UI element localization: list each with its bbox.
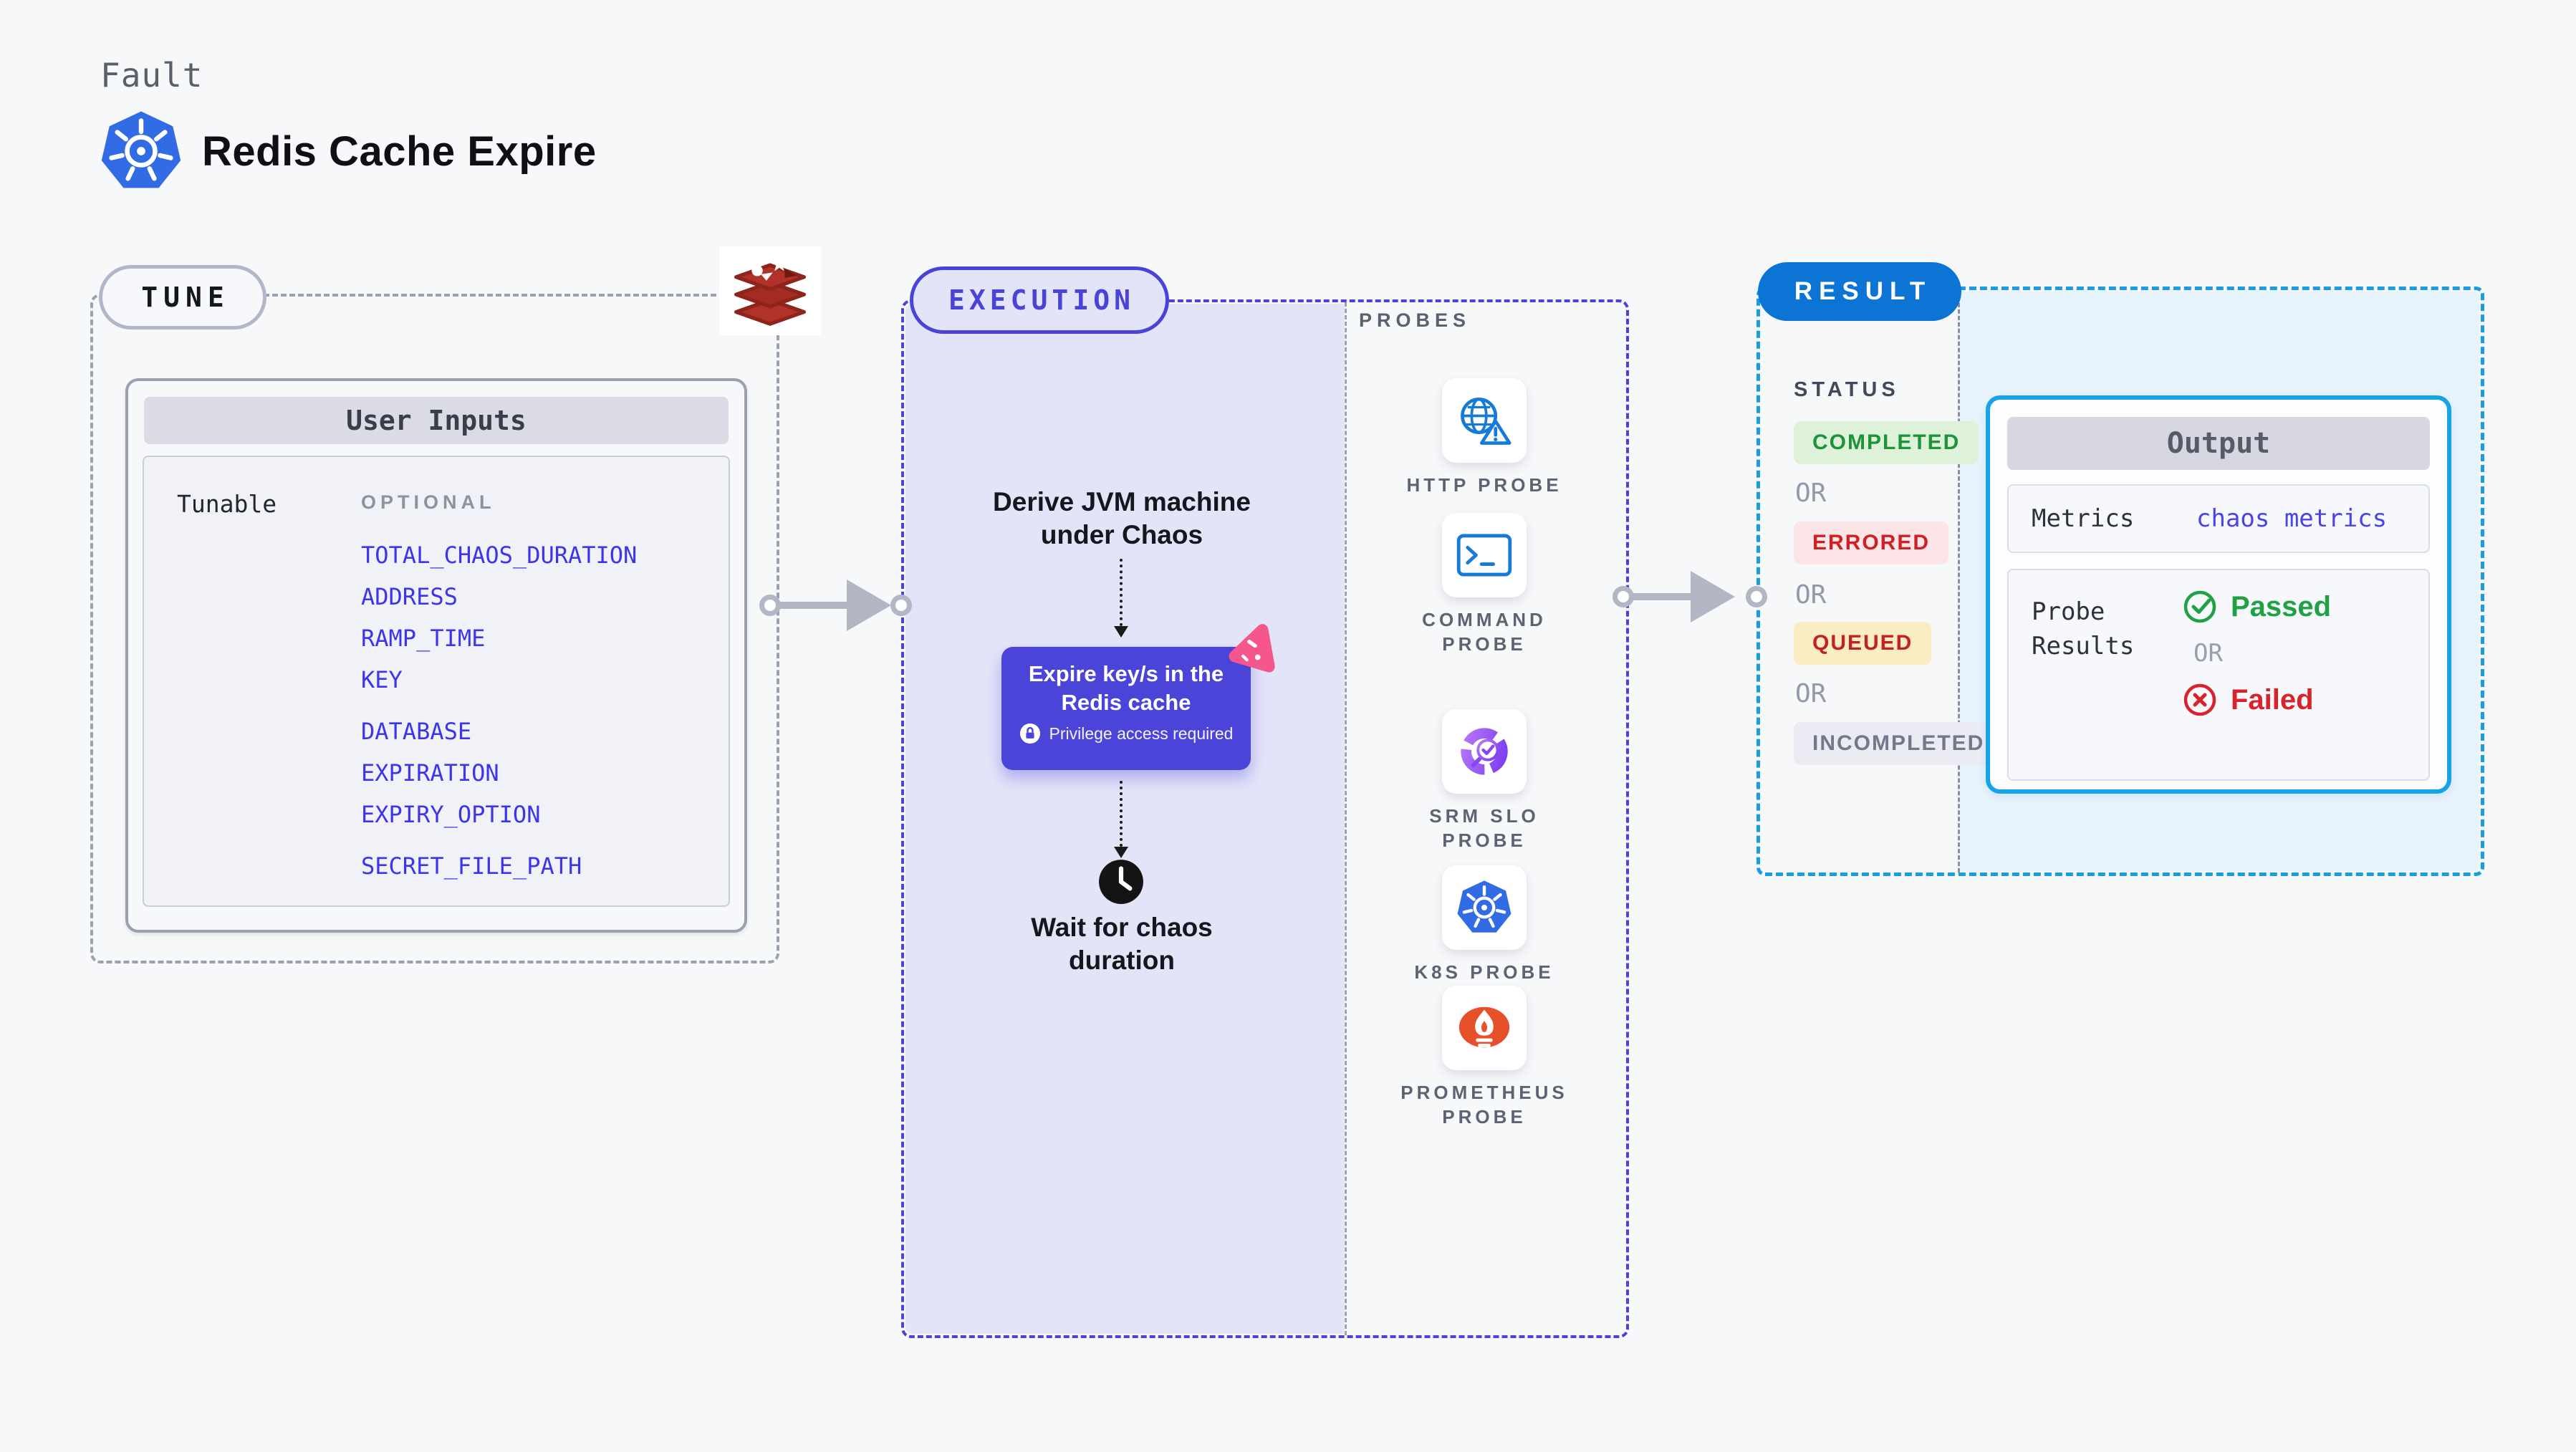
flow-arrow-right bbox=[779, 602, 851, 609]
chaos-action-card: Expire key/s in the Redis cache Privileg… bbox=[1001, 647, 1251, 770]
chaos-experiment-icon bbox=[1213, 612, 1289, 688]
execution-step-derive: Derive JVM machine under Chaos bbox=[993, 487, 1251, 549]
kubernetes-icon bbox=[1442, 865, 1527, 950]
page-title: Redis Cache Expire bbox=[202, 128, 597, 175]
fault-kicker: Fault bbox=[100, 56, 203, 95]
param-link[interactable]: RAMP_TIME bbox=[361, 625, 486, 652]
privilege-badge-label: Privilege access required bbox=[1049, 723, 1234, 743]
failed-row: Failed bbox=[2182, 682, 2331, 718]
or-separator-label: OR bbox=[2193, 639, 2223, 668]
user-inputs-card: User Inputs Tunable OPTIONAL TOTAL_CHAOS… bbox=[125, 378, 747, 933]
redis-icon bbox=[719, 246, 821, 335]
user-inputs-title: User Inputs bbox=[144, 397, 729, 444]
connector-dot bbox=[759, 595, 781, 616]
execution-lane bbox=[905, 304, 1344, 1334]
param-link[interactable]: SECRET_FILE_PATH bbox=[361, 852, 582, 880]
tune-section-box bbox=[90, 294, 779, 963]
connector-dot bbox=[1746, 586, 1767, 607]
execution-step-wait: Wait for chaos duration bbox=[1031, 913, 1213, 975]
probe-label: PROMETHEUS PROBE bbox=[1400, 1082, 1568, 1128]
prometheus-flame-icon bbox=[1442, 986, 1527, 1070]
dotted-connector-arrow bbox=[1114, 626, 1128, 638]
probe-label: SRM SLO PROBE bbox=[1429, 805, 1539, 851]
passed-label: Passed bbox=[2231, 590, 2332, 622]
probes-column-label: PROBES bbox=[1359, 309, 1471, 331]
connector-dot bbox=[890, 595, 912, 616]
globe-alert-icon bbox=[1442, 378, 1527, 463]
param-link[interactable]: TOTAL_CHAOS_DURATION bbox=[361, 542, 638, 569]
connector-dot bbox=[1613, 586, 1634, 607]
flow-arrow-head bbox=[1691, 571, 1735, 622]
output-card: Output Metrics chaos metrics Probe Resul… bbox=[1986, 395, 2451, 794]
execution-section-pill: EXECUTION bbox=[910, 266, 1169, 334]
param-link[interactable]: ADDRESS bbox=[361, 583, 458, 610]
kubernetes-icon bbox=[99, 109, 183, 193]
probe-item: SRM SLO PROBE bbox=[1345, 709, 1623, 852]
or-separator-label: OR bbox=[1795, 479, 1827, 508]
x-circle-icon bbox=[2183, 683, 2216, 716]
probe-item: HTTP PROBE bbox=[1345, 378, 1623, 497]
dotted-connector bbox=[1120, 781, 1123, 847]
status-badge: ERRORED bbox=[1794, 521, 1949, 564]
slo-gauge-icon bbox=[1442, 709, 1527, 794]
dotted-connector bbox=[1120, 559, 1123, 626]
probes-separator bbox=[1345, 302, 1347, 1335]
or-separator-label: OR bbox=[1795, 679, 1827, 708]
terminal-icon bbox=[1442, 513, 1527, 597]
status-badge: INCOMPLETED bbox=[1794, 722, 2004, 765]
chaos-action-title: Expire key/s in the Redis cache bbox=[1028, 661, 1224, 715]
passed-row: Passed bbox=[2182, 589, 2331, 625]
output-title: Output bbox=[2007, 417, 2430, 470]
probe-results-row: Probe Results Passed OR Faile bbox=[2007, 569, 2430, 781]
probe-label: K8S PROBE bbox=[1414, 961, 1554, 983]
status-column-label: STATUS bbox=[1794, 378, 1900, 401]
probe-item: PROMETHEUS PROBE bbox=[1345, 986, 1623, 1129]
result-section-pill: RESULT bbox=[1758, 262, 1961, 321]
tunable-row-label: Tunable bbox=[177, 490, 277, 518]
metrics-label: Metrics bbox=[2032, 504, 2135, 533]
param-link[interactable]: KEY bbox=[361, 666, 403, 693]
probe-results-label: Probe Results bbox=[2032, 597, 2135, 660]
check-circle-icon bbox=[2183, 590, 2216, 623]
probe-item: COMMAND PROBE bbox=[1345, 513, 1623, 656]
lock-icon bbox=[1019, 723, 1040, 744]
tune-section-pill: TUNE bbox=[99, 265, 266, 330]
probe-label: HTTP PROBE bbox=[1406, 474, 1562, 496]
clock-icon bbox=[1097, 858, 1145, 905]
probe-label: COMMAND PROBE bbox=[1422, 609, 1547, 655]
result-separator bbox=[1958, 290, 1960, 872]
flow-arrow-head bbox=[847, 580, 891, 631]
execution-section-box bbox=[901, 299, 1629, 1338]
status-badge: COMPLETED bbox=[1794, 421, 1979, 464]
probe-item: K8S PROBE bbox=[1345, 865, 1623, 984]
tunable-params-list: TOTAL_CHAOS_DURATION ADDRESS RAMP_TIME K… bbox=[361, 534, 637, 887]
optional-group-label: OPTIONAL bbox=[361, 491, 496, 513]
param-link[interactable]: DATABASE bbox=[361, 718, 472, 745]
user-inputs-body: Tunable OPTIONAL TOTAL_CHAOS_DURATION AD… bbox=[143, 456, 730, 907]
failed-label: Failed bbox=[2231, 683, 2314, 716]
status-badge: QUEUED bbox=[1794, 622, 1932, 665]
metrics-row: Metrics chaos metrics bbox=[2007, 484, 2430, 553]
param-link[interactable]: EXPIRY_OPTION bbox=[361, 801, 541, 828]
or-separator-label: OR bbox=[1795, 580, 1827, 610]
flow-arrow-right bbox=[1633, 593, 1695, 600]
privilege-badge: Privilege access required bbox=[1019, 723, 1234, 744]
param-link[interactable]: EXPIRATION bbox=[361, 759, 499, 787]
dotted-connector-arrow bbox=[1114, 847, 1128, 858]
probe-results-values: Passed OR Failed bbox=[2182, 589, 2331, 779]
metrics-value-link[interactable]: chaos metrics bbox=[2196, 504, 2388, 533]
